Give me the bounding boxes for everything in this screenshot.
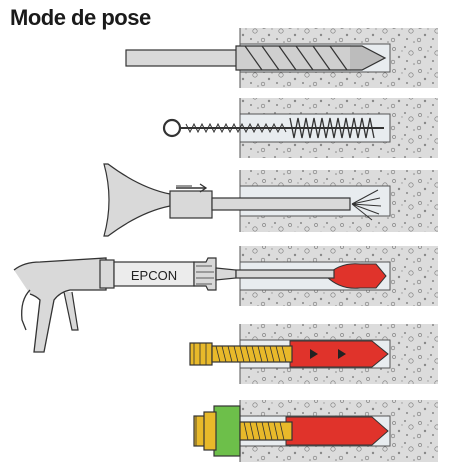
- step-4-injection: EPCON: [13, 246, 438, 353]
- resin-fill: [325, 263, 387, 289]
- step-5-rod-insertion: [189, 324, 438, 384]
- fixture-plate: [213, 405, 241, 457]
- cleaning-brush: [162, 117, 384, 139]
- tightening-nut: [193, 411, 217, 451]
- step-2-brushing: [162, 98, 438, 158]
- mixing-nozzle: [235, 269, 335, 279]
- page-title: Mode de pose: [10, 5, 151, 30]
- step-3-blowing: [103, 163, 438, 237]
- insertion-arrows: [310, 349, 346, 359]
- threaded-rod: [189, 342, 293, 366]
- cartridge: [113, 261, 195, 287]
- drill-bit: [125, 45, 387, 71]
- threaded-rod: [239, 421, 293, 441]
- step-6-tightening: [193, 400, 438, 462]
- resin-fill: [285, 416, 389, 446]
- gun-brand-label: EPCON: [131, 268, 177, 283]
- dispensing-gun: EPCON: [13, 257, 335, 353]
- step-1-drilling: [125, 28, 438, 88]
- blow-pump: [103, 163, 382, 237]
